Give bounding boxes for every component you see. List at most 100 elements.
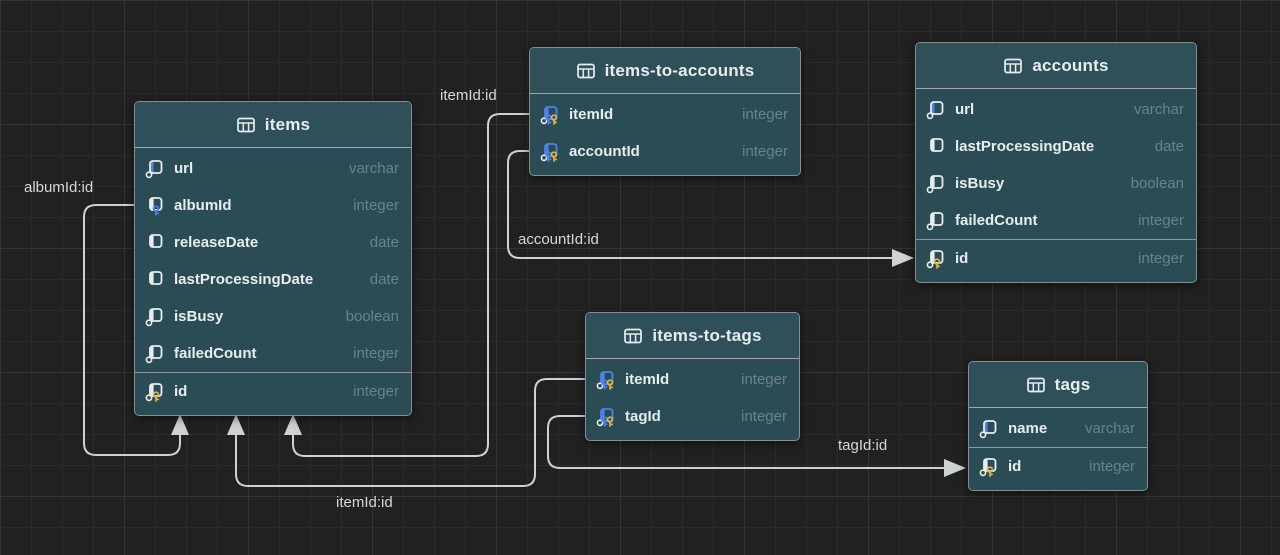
field-row-tagId[interactable]: tagId integer <box>586 398 799 435</box>
field-row-lastProcessingDate[interactable]: lastProcessingDate date <box>135 261 411 298</box>
relationship-label-itemId-id-accounts: itemId:id <box>440 87 497 104</box>
field-row-accountId[interactable]: accountId integer <box>530 133 800 170</box>
indexed-nullable-column-icon <box>979 419 999 439</box>
field-row-url[interactable]: url varchar <box>916 91 1196 128</box>
relationship-line-itemId-id-accounts[interactable] <box>292 113 529 457</box>
field-name: name <box>1008 420 1048 437</box>
field-name: isBusy <box>955 175 1005 192</box>
field-name: id <box>174 383 188 400</box>
field-type: date <box>369 234 399 251</box>
primary-key-icon <box>926 249 946 269</box>
arrowhead-right <box>892 249 914 267</box>
table-tags[interactable]: tags name varchar id integer <box>968 361 1148 491</box>
relationship-line-itemId-id-tags[interactable] <box>235 378 585 487</box>
field-row-id[interactable]: id integer <box>135 373 411 410</box>
field-row-name[interactable]: name varchar <box>969 410 1147 447</box>
arrowhead-up <box>227 414 245 435</box>
field-row-itemId[interactable]: itemId integer <box>530 96 800 133</box>
indexed-nullable-column-icon <box>926 100 946 120</box>
field-type: varchar <box>1084 420 1135 437</box>
nullable-column-icon <box>926 211 946 231</box>
field-type: integer <box>1089 458 1135 475</box>
field-name: isBusy <box>174 308 224 325</box>
field-type: varchar <box>348 160 399 177</box>
field-row-id[interactable]: id integer <box>969 448 1147 485</box>
nullable-column-icon <box>145 344 165 364</box>
nullable-column-icon <box>926 174 946 194</box>
table-title: items <box>264 114 311 134</box>
field-name: failedCount <box>174 345 257 362</box>
field-name: itemId <box>569 106 614 123</box>
table-grid-icon <box>236 115 256 135</box>
relationship-line-albumId-id[interactable] <box>83 204 181 456</box>
table-header-items-to-accounts[interactable]: items-to-accounts <box>530 48 800 94</box>
field-row-url[interactable]: url varchar <box>135 150 411 187</box>
arrowhead-right <box>944 459 966 477</box>
nullable-column-icon <box>145 307 165 327</box>
table-title: tags <box>1054 374 1091 394</box>
relationship-line-tagId-id[interactable] <box>547 415 944 469</box>
primary-key-icon <box>979 457 999 477</box>
field-type: date <box>369 271 399 288</box>
field-type: integer <box>353 197 399 214</box>
relationship-label-accountId-id: accountId:id <box>518 231 599 248</box>
relationship-label-tagId-id: tagId:id <box>838 437 888 454</box>
field-name: url <box>174 160 194 177</box>
field-name: albumId <box>174 197 232 214</box>
field-row-isBusy[interactable]: isBusy boolean <box>916 165 1196 202</box>
table-header-accounts[interactable]: accounts <box>916 43 1196 89</box>
table-header-tags[interactable]: tags <box>969 362 1147 408</box>
field-row-lastProcessingDate[interactable]: lastProcessingDate date <box>916 128 1196 165</box>
column-icon <box>145 270 165 290</box>
table-title: items-to-accounts <box>604 60 755 80</box>
field-row-failedCount[interactable]: failedCount integer <box>916 202 1196 239</box>
field-row-id[interactable]: id integer <box>916 240 1196 277</box>
indexed-nullable-column-icon <box>145 159 165 179</box>
field-type: integer <box>1138 212 1184 229</box>
field-type: date <box>1154 138 1184 155</box>
table-items-to-accounts[interactable]: items-to-accounts itemId integer account… <box>529 47 801 176</box>
table-title: items-to-tags <box>652 325 762 345</box>
composite-key-icon <box>596 407 616 427</box>
arrowhead-up <box>171 414 189 435</box>
field-name: lastProcessingDate <box>174 271 314 288</box>
table-grid-icon <box>576 61 596 81</box>
field-type: integer <box>742 143 788 160</box>
field-type: integer <box>353 383 399 400</box>
field-name: accountId <box>569 143 640 160</box>
field-name: id <box>1008 458 1022 475</box>
table-header-items[interactable]: items <box>135 102 411 148</box>
field-row-isBusy[interactable]: isBusy boolean <box>135 298 411 335</box>
relationship-label-itemId-id-tags: itemId:id <box>336 494 393 511</box>
table-items[interactable]: items url varchar albumId integer releas… <box>134 101 412 416</box>
field-name: tagId <box>625 408 661 425</box>
primary-key-icon <box>145 382 165 402</box>
field-type: integer <box>1138 250 1184 267</box>
composite-key-icon <box>596 370 616 390</box>
field-name: releaseDate <box>174 234 259 251</box>
field-row-failedCount[interactable]: failedCount integer <box>135 335 411 372</box>
field-type: integer <box>742 106 788 123</box>
relationship-line-accountId-id[interactable] <box>507 150 892 259</box>
field-name: id <box>955 250 969 267</box>
composite-key-icon <box>540 105 560 125</box>
column-icon <box>926 137 946 157</box>
field-row-itemId[interactable]: itemId integer <box>586 361 799 398</box>
table-header-items-to-tags[interactable]: items-to-tags <box>586 313 799 359</box>
field-type: integer <box>741 371 787 388</box>
table-grid-icon <box>1003 56 1023 76</box>
table-accounts[interactable]: accounts url varchar lastProcessingDate … <box>915 42 1197 283</box>
field-row-releaseDate[interactable]: releaseDate date <box>135 224 411 261</box>
field-name: url <box>955 101 975 118</box>
field-type: boolean <box>1130 175 1184 192</box>
field-row-albumId[interactable]: albumId integer <box>135 187 411 224</box>
field-type: integer <box>353 345 399 362</box>
field-type: boolean <box>345 308 399 325</box>
table-items-to-tags[interactable]: items-to-tags itemId integer tagId integ… <box>585 312 800 441</box>
table-grid-icon <box>623 326 643 346</box>
table-grid-icon <box>1026 375 1046 395</box>
field-name: lastProcessingDate <box>955 138 1095 155</box>
foreign-key-icon <box>145 196 165 216</box>
relationship-label-albumId-id: albumId:id <box>24 179 94 196</box>
